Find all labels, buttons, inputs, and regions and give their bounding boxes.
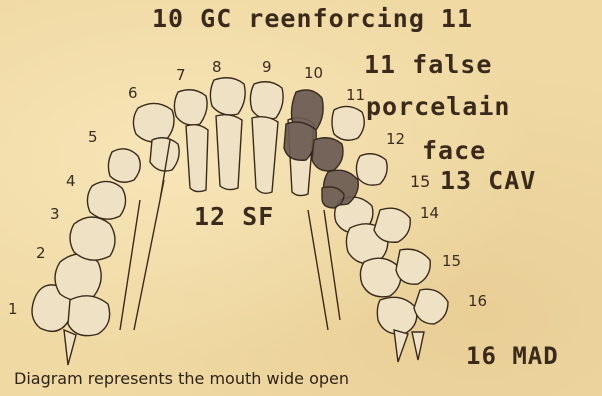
- tooth-number-6: 6: [128, 84, 138, 102]
- tooth-16: [377, 297, 416, 334]
- note-line-1: 10 GC reenforcing 11: [152, 4, 473, 33]
- note-line-5-number: 15: [410, 172, 430, 191]
- tooth-9: [250, 82, 283, 119]
- tooth-2: [55, 254, 101, 301]
- tooth-number-12: 12: [386, 130, 405, 148]
- tooth-5: [108, 149, 140, 182]
- tooth-7: [174, 90, 207, 125]
- tooth-number-1: 1: [8, 300, 18, 318]
- tooth-number-7: 7: [176, 66, 186, 84]
- tooth-16b: [414, 289, 448, 324]
- tooth-2b: [68, 296, 110, 336]
- tooth-number-8: 8: [212, 58, 222, 76]
- tooth-3: [70, 217, 115, 260]
- tooth-15: [360, 258, 400, 297]
- tooth-16-root2: [412, 332, 424, 360]
- tooth-number-2: 2: [36, 244, 46, 262]
- note-center: 12 SF: [194, 202, 274, 231]
- tooth-number-5: 5: [88, 128, 98, 146]
- diagram-caption: Diagram represents the mouth wide open: [14, 369, 349, 388]
- note-line-4: face: [422, 136, 486, 165]
- note-bottom: 16 MAD: [466, 342, 559, 370]
- tooth-15b: [396, 249, 430, 284]
- note-line-5: 13 CAV: [440, 166, 536, 195]
- tooth-8: [210, 78, 245, 115]
- tooth-number-15: 15: [442, 252, 461, 270]
- tooth-9b: [252, 117, 278, 194]
- tooth-11-shaded: [312, 138, 343, 171]
- right-arch-inner: [308, 210, 340, 330]
- tooth-number-10: 10: [304, 64, 323, 82]
- tooth-number-11: 11: [346, 86, 365, 104]
- tooth-number-3: 3: [50, 205, 60, 223]
- tooth-6: [133, 103, 174, 142]
- tooth-1-root: [64, 330, 76, 365]
- tooth-7b: [186, 125, 208, 192]
- tooth-number-4: 4: [66, 172, 76, 190]
- tooth-4: [87, 181, 125, 219]
- tooth-16-root: [394, 330, 408, 362]
- tooth-number-14: 14: [420, 204, 439, 222]
- tooth-12: [356, 154, 387, 185]
- tooth-number-16: 16: [468, 292, 487, 310]
- tooth-number-9: 9: [262, 58, 272, 76]
- note-line-2: 11 false: [364, 50, 492, 79]
- note-line-3: porcelain: [366, 92, 510, 121]
- tooth-14b: [374, 208, 410, 242]
- tooth-6b: [150, 138, 179, 171]
- tooth-11: [332, 106, 364, 140]
- tooth-8b: [216, 115, 242, 190]
